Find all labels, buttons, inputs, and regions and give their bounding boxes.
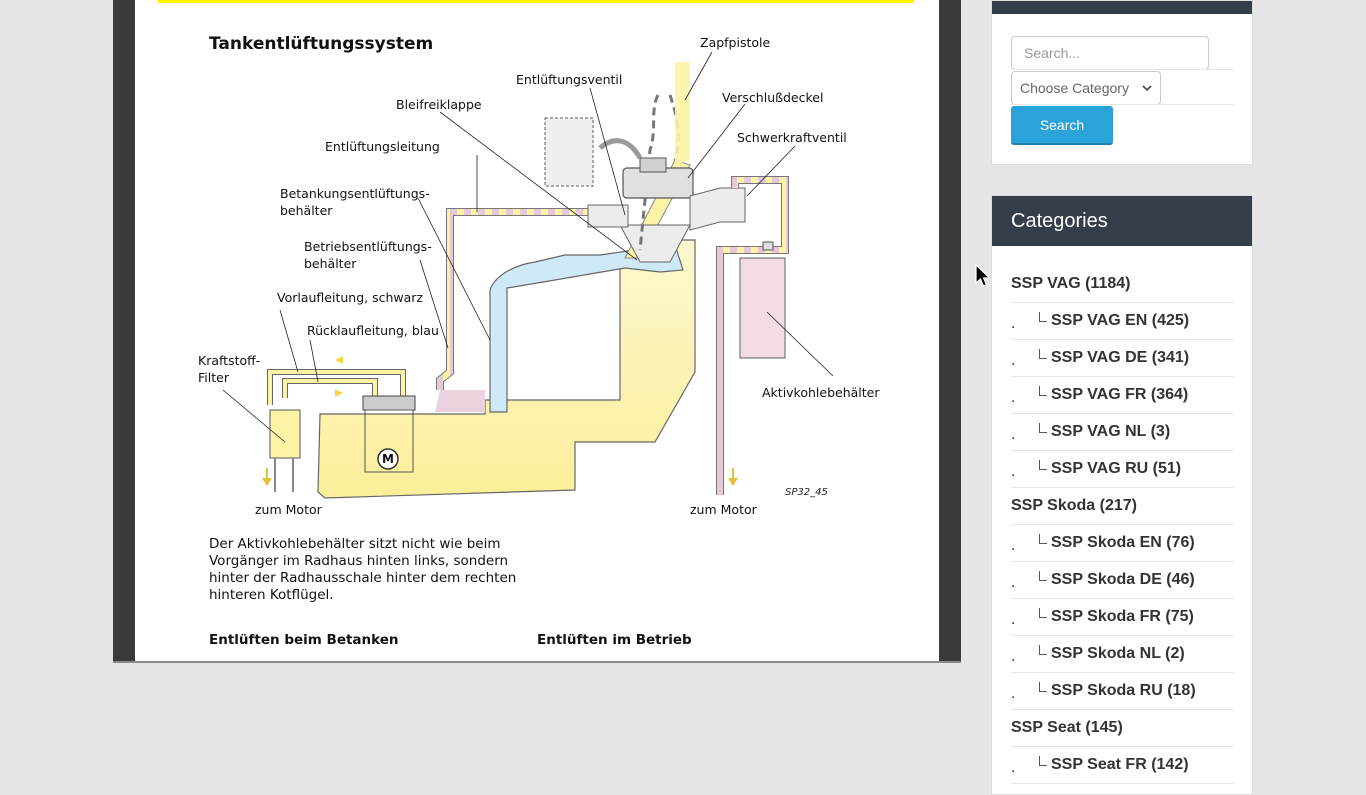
indent-marker: .: [1011, 574, 1016, 591]
label-betankung-line1: Betankungsentlüftungs-: [280, 186, 430, 201]
subcategory-label[interactable]: SSP Seat FR (142): [1051, 756, 1189, 773]
subcategory-label[interactable]: SSP Skoda EN (76): [1051, 534, 1195, 551]
search-input[interactable]: [1011, 36, 1209, 70]
filling-vent-box: [587, 204, 629, 228]
subcategory-label[interactable]: SSP Skoda FR (75): [1051, 608, 1194, 625]
subcategory-item[interactable]: . SSP Skoda RU (18): [1011, 673, 1234, 710]
indent-marker: .: [1011, 352, 1016, 369]
label-entlueftungsleitung: Entlüftungsleitung: [325, 139, 440, 154]
indent-marker: .: [1011, 315, 1016, 332]
category-item[interactable]: SSP Skoda (217): [1011, 488, 1234, 525]
mouse-cursor-icon: [975, 264, 991, 287]
label-entlueftungsventil: Entlüftungsventil: [516, 72, 623, 87]
tree-branch-icon: [1039, 312, 1047, 322]
figure-id: SP32_45: [785, 487, 828, 498]
gravity-valve: [689, 187, 746, 231]
label-bleifreiklappe: Bleifreiklappe: [396, 97, 482, 112]
category-item[interactable]: SSP VAG (1184): [1011, 266, 1234, 303]
categories-heading: Categories: [992, 196, 1252, 246]
tree-branch-icon: [1039, 386, 1047, 396]
label-betrieb-line2: behälter: [304, 256, 357, 271]
categories-widget: Categories SSP VAG (1184). SSP VAG EN (42…: [991, 195, 1253, 795]
carbon-canister: [739, 257, 786, 359]
indent-marker: .: [1011, 463, 1016, 480]
tree-branch-icon: [1039, 423, 1047, 433]
indent-marker: .: [1011, 537, 1016, 554]
tree-branch-icon: [1039, 756, 1047, 766]
indent-marker: .: [1011, 648, 1016, 665]
label-betrieb-line1: Betriebsentlüftungs-: [304, 239, 432, 254]
category-item[interactable]: SSP Seat (145): [1011, 710, 1234, 747]
label-schwerkraftventil: Schwerkraftventil: [737, 130, 847, 145]
subcategory-label[interactable]: SSP Skoda DE (46): [1051, 571, 1195, 588]
subcategory-item[interactable]: . SSP Skoda NL (2): [1011, 636, 1234, 673]
subcategory-label[interactable]: SSP Skoda NL (2): [1051, 645, 1185, 662]
subcategory-item[interactable]: . SSP VAG DE (341): [1011, 340, 1234, 377]
pump-motor-label: M: [382, 452, 394, 466]
tree-branch-icon: [1039, 349, 1047, 359]
subcategory-label[interactable]: SSP VAG FR (364): [1051, 386, 1189, 403]
indent-marker: .: [1011, 426, 1016, 443]
label-zapfpistole: Zapfpistole: [700, 35, 771, 50]
indent-marker: .: [1011, 389, 1016, 406]
category-select[interactable]: Choose Category: [1011, 71, 1161, 105]
filler-funnel: [619, 224, 691, 263]
label-verschlussdeckel: Verschlußdeckel: [722, 90, 824, 105]
label-vorlaufleitung: Vorlaufleitung, schwarz: [277, 290, 423, 305]
subcategory-label[interactable]: SSP VAG DE (341): [1051, 349, 1190, 366]
tree-branch-icon: [1039, 571, 1047, 581]
indent-marker: .: [1011, 611, 1016, 628]
indent-marker: .: [1011, 685, 1016, 702]
tree-branch-icon: [1039, 608, 1047, 618]
fuel-filter: [269, 409, 301, 459]
subcategory-label[interactable]: SSP VAG RU (51): [1051, 460, 1182, 477]
tree-branch-icon: [1039, 645, 1047, 655]
subcategory-item[interactable]: . SSP VAG EN (425): [1011, 303, 1234, 340]
category-label[interactable]: SSP VAG (1184): [1011, 275, 1131, 292]
divider: [1011, 69, 1234, 70]
document-page: Tankentlüftungssystem: [135, 0, 939, 662]
subcategory-item[interactable]: . SSP Skoda EN (76): [1011, 525, 1234, 562]
subcategory-label[interactable]: SSP VAG NL (3): [1051, 423, 1171, 440]
tree-branch-icon: [1039, 682, 1047, 692]
page-title: Tankentlüftungssystem: [209, 34, 434, 54]
label-zum-motor-left: zum Motor: [255, 502, 322, 517]
vent-line-left: [436, 208, 595, 390]
subcategory-item[interactable]: . SSP Seat FR (142): [1011, 747, 1234, 784]
fuel-pump: [362, 395, 416, 411]
label-ruecklaufleitung: Rücklaufleitung, blau: [307, 323, 439, 338]
removed-cap: [544, 117, 594, 187]
subcategory-label[interactable]: SSP Skoda RU (18): [1051, 682, 1196, 699]
body-paragraph: Der Aktivkohlebehälter sitzt nicht wie b…: [209, 536, 517, 603]
subcategory-item[interactable]: . SSP Skoda FR (75): [1011, 599, 1234, 636]
label-betankung-line2: behälter: [280, 203, 333, 218]
tree-branch-icon: [1039, 460, 1047, 470]
label-zum-motor-right: zum Motor: [690, 502, 757, 517]
label-filter-line2: Filter: [198, 370, 229, 385]
fuel-tank-ventilation-diagram: [222, 51, 834, 499]
indent-marker: .: [1011, 759, 1016, 776]
category-select-value: Choose Category: [1020, 80, 1129, 96]
search-widget-header: [992, 1, 1252, 14]
subcategory-item[interactable]: . SSP VAG NL (3): [1011, 414, 1234, 451]
search-button[interactable]: Search: [1011, 106, 1113, 145]
subcategory-item[interactable]: . SSP VAG RU (51): [1011, 451, 1234, 488]
return-line: [282, 378, 378, 398]
category-label[interactable]: SSP Skoda (217): [1011, 497, 1137, 514]
subcategory-item[interactable]: . SSP VAG FR (364): [1011, 377, 1234, 414]
subheading-betanken: Entlüften beim Betanken: [209, 632, 399, 648]
chevron-down-icon: [1142, 85, 1152, 92]
subcategory-label[interactable]: SSP VAG EN (425): [1051, 312, 1190, 329]
category-label[interactable]: SSP Seat (145): [1011, 719, 1123, 736]
divider: [1011, 104, 1234, 105]
search-widget: Choose Category Search: [991, 0, 1253, 165]
subcategory-item[interactable]: . SSP Skoda DE (46): [1011, 562, 1234, 599]
subheading-betrieb: Entlüften im Betrieb: [537, 632, 692, 648]
viewer-bottom-border: [113, 661, 961, 663]
label-aktivkohlebehaelter: Aktivkohlebehälter: [762, 385, 880, 400]
tree-branch-icon: [1039, 534, 1047, 544]
categories-list: SSP VAG (1184). SSP VAG EN (425). SSP VAG …: [1011, 266, 1234, 784]
label-filter-line1: Kraftstoff-: [198, 353, 261, 368]
highlight-bar: [158, 0, 914, 3]
